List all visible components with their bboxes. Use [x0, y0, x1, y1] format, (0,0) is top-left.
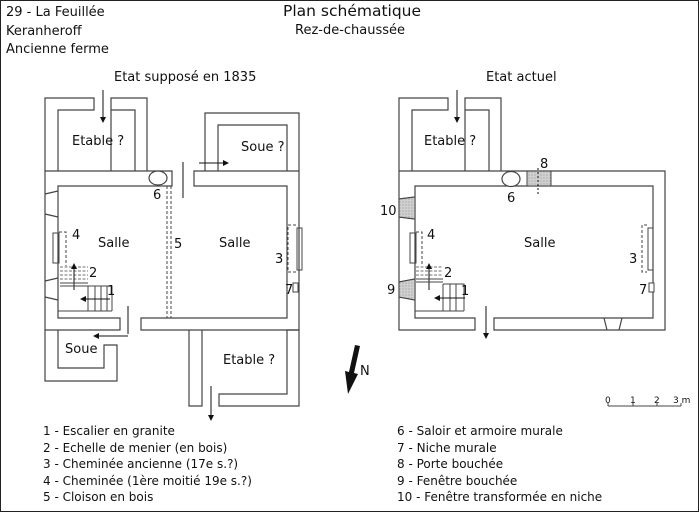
legend-item: 3 - Cheminée ancienne (17e s.?) [43, 457, 239, 472]
legend-item: 9 - Fenêtre bouchée [397, 473, 518, 488]
saloir-6-right [501, 170, 521, 188]
marker-10-right: 10 [380, 204, 397, 219]
scale-bar [607, 403, 682, 407]
legend-item: 4 - Cheminée (1ère moitié 19e s.?) [43, 473, 252, 488]
cheminee-4-hood-right [416, 231, 423, 266]
legend-item: 8 - Porte bouchée [397, 457, 504, 472]
legend-item: 10 - Fenêtre transformée en niche [397, 490, 603, 505]
marker-6-right: 6 [507, 191, 515, 206]
cheminee-3-left [296, 227, 303, 271]
etable-north-walls-right-plan-2 [464, 97, 502, 171]
cheminee-3-hood-right [641, 224, 647, 273]
scale-tick-3m: 3 m [673, 396, 690, 406]
room-label-salle-east-left: Salle [219, 236, 250, 251]
room-label-soue-north-left: Soue ? [241, 140, 284, 155]
east-building-outer [140, 170, 300, 331]
etable-south-walls [188, 329, 300, 407]
marker-9-right: 9 [387, 283, 395, 298]
marker-4-right: 4 [427, 228, 435, 243]
plan-subtitle: Rez-de-chaussée [295, 23, 406, 38]
etable-north-walls-right [110, 97, 148, 171]
room-label-etable-south-left: Etable ? [223, 353, 275, 368]
legend-left: 1 - Escalier en granite 2 - Echelle de m… [43, 423, 252, 506]
marker-5-left: 5 [174, 237, 182, 252]
porte-bouchee-8 [526, 170, 552, 187]
etable-north-walls [44, 97, 95, 171]
cheminee-4-right [409, 232, 417, 264]
door-splays-south-right [603, 317, 623, 331]
left-plan [44, 97, 300, 407]
etable-north-walls-right-plan [398, 97, 449, 171]
escalier-1-left [58, 282, 113, 312]
marker-7-left: 7 [285, 283, 293, 298]
circulation-arrows-right [454, 90, 489, 339]
marker-4-left: 4 [72, 228, 80, 243]
west-window-splays [44, 190, 59, 301]
niche-7-right [648, 282, 655, 293]
marker-2-right: 2 [444, 266, 452, 281]
north-arrow-label: N [360, 364, 370, 379]
scale-tick-0: 0 [605, 396, 611, 406]
room-label-salle-right: Salle [524, 236, 555, 251]
soue-north-walls [204, 112, 300, 171]
marker-2-left: 2 [89, 266, 97, 281]
fenetre-niche-10 [398, 196, 416, 220]
left-plan-label: Etat supposé en 1835 [114, 70, 257, 85]
scale-tick-1: 1 [630, 396, 636, 406]
location-line-3: Ancienne ferme [6, 42, 109, 57]
legend-item: 2 - Echelle de menier (en bois) [43, 440, 228, 455]
room-label-etable-north-left: Etable ? [72, 134, 124, 149]
plan-title: Plan schématique [283, 2, 422, 20]
legend-item: 7 - Niche murale [397, 440, 497, 455]
right-plan [398, 97, 666, 331]
room-label-etable-north-right: Etable ? [424, 134, 476, 149]
location-line-1: 29 - La Feuillée [6, 5, 105, 20]
scale-tick-2: 2 [654, 396, 660, 406]
saloir-6-left [148, 170, 168, 186]
marker-3-left: 3 [275, 252, 283, 267]
cheminee-3-right [647, 227, 654, 271]
soue-south-walls [44, 330, 118, 382]
marker-1-right: 1 [461, 284, 469, 299]
room-label-salle-west-left: Salle [98, 236, 129, 251]
location-line-2: Keranheroff [6, 24, 82, 39]
room-label-soue-south-left: Soue [65, 342, 97, 357]
north-arrow-icon [345, 345, 360, 394]
legend-right: 6 - Saloir et armoire murale 7 - Niche m… [397, 423, 602, 506]
marker-1-left: 1 [107, 284, 115, 299]
cheminee-4-left [52, 232, 60, 264]
fenetre-bouchee-9 [398, 278, 416, 301]
cloison-5 [166, 186, 172, 318]
marker-8-right: 8 [540, 157, 548, 172]
marker-7-right: 7 [639, 283, 647, 298]
legend-item: 6 - Saloir et armoire murale [397, 424, 563, 438]
legend-item: 1 - Escalier en granite [43, 424, 175, 438]
main-building-outer-right [398, 170, 666, 331]
right-plan-label: Etat actuel [486, 70, 557, 85]
circulation-arrows-left [93, 90, 229, 421]
cheminee-4-hood-left [59, 231, 67, 266]
marker-6-left: 6 [153, 188, 161, 203]
escalier-1-right [415, 278, 465, 312]
niche-7-left [292, 282, 299, 293]
cheminee-3-hood-left [287, 224, 296, 273]
marker-3-right: 3 [629, 252, 637, 267]
legend-item: 5 - Cloison en bois [43, 490, 154, 505]
west-building-outer [44, 170, 173, 331]
